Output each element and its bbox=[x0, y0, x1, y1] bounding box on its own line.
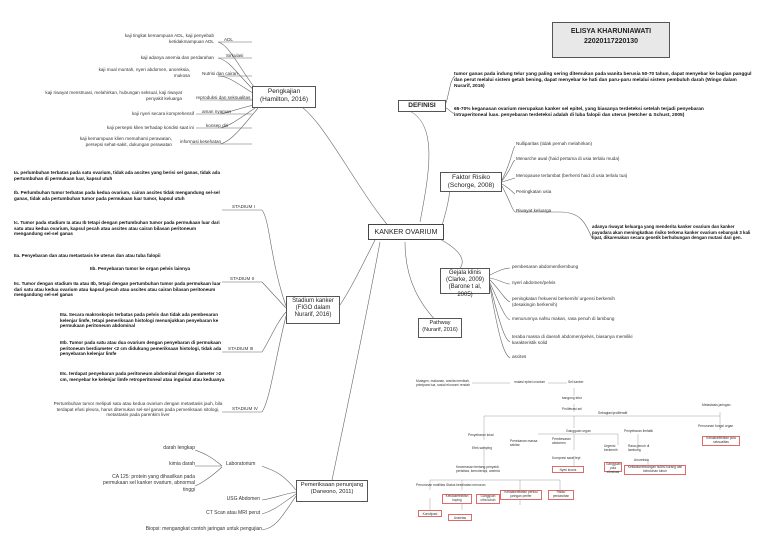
pengkajian-desc-reproduksi: kaji riwayat menstruasi, melahirkan, hub… bbox=[45, 90, 182, 101]
pemeriksaan-ct: CT Scan atau MRI perut bbox=[206, 510, 260, 516]
pw-n9: Efek samping bbox=[472, 446, 492, 450]
definisi-paragraph-2: 65-70% keganasan ovarium merupakan kanke… bbox=[454, 107, 704, 118]
faktor-risiko-node[interactable]: Faktor Risiko (Schorge, 2008) bbox=[440, 172, 502, 192]
gejala-item-2: peningkatan frekuensi berkemih/ urgensi … bbox=[512, 296, 615, 307]
pw-n16: Nyeri kronis bbox=[552, 466, 584, 473]
stadium-2b: IIb. Penyebaran tumor ke organ pelvis la… bbox=[90, 266, 191, 271]
center-label: KANKER OVARIUM bbox=[374, 229, 438, 236]
lab-item-2: CA 125: protein yang dihasilkan pada per… bbox=[103, 474, 195, 493]
pw-n22: Kecemasan tentang penyakit, peristiwa, k… bbox=[456, 465, 500, 473]
gejala-item-0: pembesaran abdomen/kembung bbox=[512, 264, 579, 269]
pw-n10: Penekanan massa sekitar bbox=[510, 439, 538, 447]
pw-n25: Risiko perdarahan bbox=[548, 490, 574, 500]
pw-n30: Ansietas bbox=[448, 514, 472, 521]
definisi-title: DEFINISI bbox=[408, 102, 436, 109]
center-node[interactable]: KANKER OVARIUM bbox=[368, 224, 444, 240]
pengkajian-desc-informasi: kaji kemampuan klien memahami perawatan,… bbox=[79, 136, 172, 147]
pengkajian-node[interactable]: Pengkajian (Hamilton, 2016) bbox=[252, 86, 316, 108]
stadium-3c: IIIc. terdapat penyebaran pada peritoneu… bbox=[60, 371, 225, 382]
pengkajian-label-adl: ADL bbox=[224, 37, 233, 42]
stadium-4: Pertumbuhan tumor meliputi satu atau ked… bbox=[53, 401, 223, 418]
pathway-title: Pathway (Nurarif, 2016) bbox=[422, 320, 458, 333]
stadium-label-1: STADIUM I bbox=[232, 204, 255, 209]
stadium-3b: IIIb. Tumor pada satu atau dua ovarium d… bbox=[60, 340, 222, 357]
pw-n3: Sel kanker bbox=[568, 380, 584, 384]
gejala-klinis-node[interactable]: Gejala klinis (Clarke, 2009) (Barone t a… bbox=[440, 268, 490, 298]
faktor-title: Faktor Risiko (Schorge, 2008) bbox=[447, 174, 495, 189]
definisi-paragraph-1: tumor ganas pada indung telur yang palin… bbox=[454, 72, 752, 89]
author-id: 22020117220130 bbox=[583, 38, 639, 46]
pw-n27: Konstipasi bbox=[418, 510, 442, 517]
gejala-title: Gejala klinis (Clarke, 2009) (Barone t a… bbox=[445, 270, 484, 298]
pemeriksaan-usg: USG Abdomen bbox=[226, 496, 260, 502]
faktor-item-0: Nulliparitas (tidak pernah melahirkan) bbox=[516, 141, 593, 146]
stadium-3a: IIIa. Secara makroskopis terbatas pada p… bbox=[60, 312, 219, 329]
pw-n31: Gangguan pola eliminasi bbox=[604, 462, 622, 474]
author-box: ELISYA KHARUNIAWATI 22020117220130 bbox=[552, 22, 670, 58]
pengkajian-label-konsep: konsep diri bbox=[206, 123, 229, 128]
gejala-item-5: ascites bbox=[512, 354, 527, 359]
stadium-label-2: STADIUM II bbox=[230, 276, 255, 281]
faktor-item-2: Menopause terlambat (berhenti haid di us… bbox=[516, 173, 628, 178]
pw-n19: Anoreksia bbox=[634, 458, 649, 462]
pw-n23: Penurunan motilitas bbox=[416, 483, 446, 487]
laboratorium-label: Laboratorium bbox=[226, 461, 256, 467]
pw-n21: Ketidakefektifan pola seksualitas bbox=[702, 436, 740, 446]
stadium-1b: Ib. Perlumbuhan tumor terbatas pada kedu… bbox=[14, 190, 220, 201]
pengkajian-desc-sirkulasi: kaji adanya anemia dan perdarahan bbox=[140, 55, 214, 60]
pw-n13: Penyebaran limfatik bbox=[624, 429, 653, 433]
faktor-item-1: Menarche awal (haid pertama di usia terl… bbox=[516, 156, 620, 161]
pw-n14: Penurunan fungsi organ bbox=[698, 424, 734, 428]
author-name: ELISYA KHARUNIAWATI bbox=[570, 28, 652, 35]
stadium-node[interactable]: Stadium kanker (FIGO dalam Nurarif, 2016… bbox=[286, 296, 340, 324]
stadium-2a: IIa. Penyebaran dan atau metastasis ke u… bbox=[14, 253, 161, 258]
pw-n7: Penyebaran lokal bbox=[468, 433, 494, 437]
faktor-item-4: Riwayat keluarga bbox=[516, 208, 552, 213]
pemeriksaan-title: Pemeriksaan penunjang (Darwono, 2011) bbox=[300, 482, 364, 495]
pw-n6: Sebagian/proliferatif bbox=[598, 411, 628, 415]
stadium-label-4: STADIUM IV bbox=[232, 406, 258, 411]
pengkajian-label-nutrisi: Nutrisi dan cairan bbox=[202, 71, 238, 76]
pemeriksaan-biopsi: Biopsi: mengangkat contoh jaringan untuk… bbox=[145, 526, 262, 532]
pathway-node[interactable]: Pathway (Nurarif, 2016) bbox=[418, 318, 462, 338]
gejala-item-4: teraba massa di daerah abdomen/pelvis, b… bbox=[512, 334, 633, 345]
pengkajian-label-aman: aman nyaman bbox=[202, 109, 232, 114]
pw-n28: Ketidakefektifan koping bbox=[442, 494, 472, 504]
stadium-label-3: STADIUM III bbox=[228, 346, 254, 351]
pw-n2: mutasi epitel ovarium bbox=[514, 380, 546, 384]
pw-n17: Urgensi berkemih bbox=[604, 444, 618, 452]
pengkajian-label-informasi: informasi kesehatan bbox=[180, 139, 222, 144]
pengkajian-label-sirkulasi: Sirkulasi bbox=[226, 53, 244, 58]
pw-n8: Metastasis jaringan bbox=[702, 403, 731, 407]
stadium-1a: Ia. perlumbuhan terbatas pada satu ovari… bbox=[14, 170, 221, 181]
faktor-item-3: Peningkatan usia bbox=[516, 189, 552, 194]
pw-n11: Pembesaran abdomen bbox=[552, 437, 571, 445]
pw-n1: Mutagen, makanan, wanita menikah, primip… bbox=[416, 379, 471, 387]
pengkajian-title: Pengkajian (Hamilton, 2016) bbox=[259, 88, 309, 103]
pw-n20: Ketidakseimbangan nutrisi kurang dari ke… bbox=[624, 465, 686, 475]
pw-n29: Gangguan citra tubuh bbox=[476, 494, 500, 504]
stadium-title: Stadium kanker (FIGO dalam Nurarif, 2016… bbox=[292, 298, 334, 319]
pw-n4: kangung telur bbox=[562, 396, 582, 400]
pengkajian-desc-adl: kaji tingkat kemampuan ADL, kaji penyeba… bbox=[124, 33, 214, 44]
pw-n18: Rasa penuh di lambung bbox=[628, 444, 650, 452]
pemeriksaan-node[interactable]: Pemeriksaan penunjang (Darwono, 2011) bbox=[296, 480, 368, 502]
faktor-riwayat-desc: adanya riwayat keluarga yang menderita k… bbox=[592, 224, 751, 240]
pw-n15: Kompresi saraf tepi bbox=[552, 456, 581, 460]
pw-n5: Proliferasi sel bbox=[562, 407, 582, 411]
lab-item-1: kimia darah bbox=[169, 461, 195, 467]
stadium-2c: IIc. Tumor dengan stadium IIa atau IIb, … bbox=[14, 281, 221, 298]
pw-n12: Gangguan organ bbox=[566, 429, 591, 433]
gejala-item-1: nyeri abdomen/pelvis bbox=[512, 280, 556, 285]
pengkajian-desc-aman: kaji nyeri secara komprehensif bbox=[131, 111, 194, 116]
stadium-1c: Ic. Tumor pada stadium Ia atau Ib tetapi… bbox=[14, 220, 220, 237]
pw-n26: Ketidakefektifan perfusi jaringan perife… bbox=[500, 490, 542, 500]
definisi-node[interactable]: DEFINISI bbox=[398, 100, 446, 112]
pengkajian-desc-nutrisi: kaji mual muntah, nyeri abdomen, anoreks… bbox=[98, 67, 190, 78]
pengkajian-label-reproduksi: reproduksi dan seksualitas bbox=[196, 95, 251, 100]
gejala-item-3: menurunnya nafsu makan, rasa penuh di la… bbox=[512, 316, 615, 321]
pengkajian-desc-konsep: kaji persepsi klien terhadap kondisi saa… bbox=[106, 125, 194, 130]
pw-n24: Status kesehatan menurun bbox=[446, 483, 486, 487]
lab-item-0: darah lengkap bbox=[163, 445, 195, 451]
